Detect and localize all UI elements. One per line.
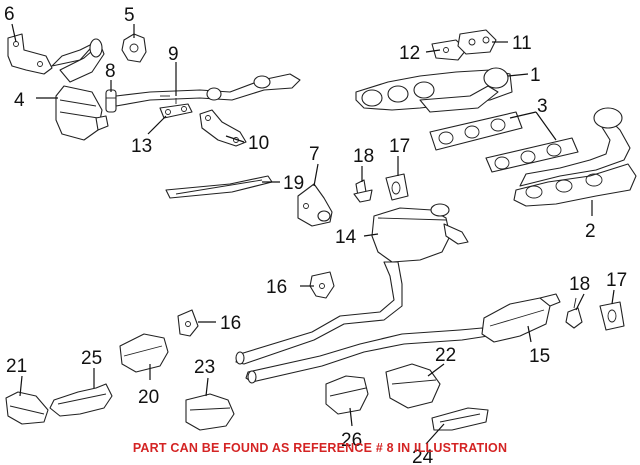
callout-18a: 18: [353, 146, 374, 167]
callout-18b: 18: [569, 274, 590, 295]
callout-16a: 16: [266, 277, 287, 298]
callout-3: 3: [537, 96, 548, 117]
callout-14: 14: [335, 227, 357, 248]
callout-9: 9: [168, 44, 179, 65]
callout-6: 6: [4, 4, 15, 25]
part-19-heat-shield: [165, 175, 273, 199]
part-21-heat-shield: [5, 391, 49, 425]
part-17-mount-upper: [385, 173, 409, 201]
part-22-heat-shield: [385, 363, 441, 409]
part-17-mount-lower: [599, 301, 625, 331]
part-9-intermediate-pipe: [115, 73, 301, 107]
callout-1: 1: [530, 65, 541, 86]
part-8-clamp: [105, 89, 117, 113]
callout-23: 23: [194, 357, 215, 378]
callout-25: 25: [81, 348, 102, 369]
callout-15: 15: [529, 346, 550, 367]
part-2-exhaust-manifold: [513, 107, 637, 207]
callout-11: 11: [512, 33, 532, 54]
part-7-hanger-bracket: [297, 183, 333, 227]
callout-13: 13: [131, 136, 152, 157]
callout-7: 7: [309, 144, 320, 165]
callout-22: 22: [435, 345, 456, 366]
callout-16b: 16: [220, 313, 241, 334]
part-11-bracket: [457, 29, 497, 55]
callout-26: 26: [341, 430, 362, 451]
callouts: 1 2 3 4 5 6 7 8 9 10 11 12 13 14 15 16 1…: [4, 4, 627, 465]
callout-8: 8: [105, 61, 116, 82]
part-24-heat-shield: [431, 407, 489, 431]
reference-note: PART CAN BE FOUND AS REFERENCE # 8 IN IL…: [132, 441, 508, 455]
part-15-center-muffler: [481, 293, 561, 343]
callout-21: 21: [6, 356, 27, 377]
part-4-catalytic-converter: [51, 38, 109, 141]
part-12-shield: [431, 39, 467, 61]
part-20-heat-shield: [119, 333, 169, 373]
callout-4: 4: [14, 90, 25, 111]
part-26-heat-shield: [325, 375, 369, 415]
leader-lines: [11, 23, 615, 445]
callout-24: 24: [412, 447, 434, 465]
callout-17b: 17: [606, 270, 627, 291]
part-18-bolt-upper: [353, 179, 373, 203]
part-1-exhaust-manifold: [355, 67, 513, 113]
part-3-gaskets: [429, 111, 579, 173]
callout-19: 19: [283, 173, 304, 194]
exhaust-pipes: [235, 261, 489, 384]
part-6-bracket: [7, 33, 53, 75]
part-25-heat-shield: [49, 383, 113, 417]
callout-20: 20: [138, 387, 159, 408]
callout-5: 5: [124, 5, 135, 26]
callout-12: 12: [399, 43, 420, 64]
part-14-rear-muffler: [371, 203, 469, 263]
callout-17a: 17: [389, 136, 410, 157]
callout-2: 2: [585, 221, 596, 242]
part-5-gasket: [121, 33, 147, 63]
part-23-heat-shield: [185, 393, 235, 431]
part-13-hanger-bracket: [159, 98, 193, 119]
part-10-bracket: [199, 109, 247, 147]
part-16-hanger-lower: [177, 309, 199, 337]
callout-10: 10: [248, 133, 269, 154]
part-16-hanger-upper: [309, 271, 335, 299]
